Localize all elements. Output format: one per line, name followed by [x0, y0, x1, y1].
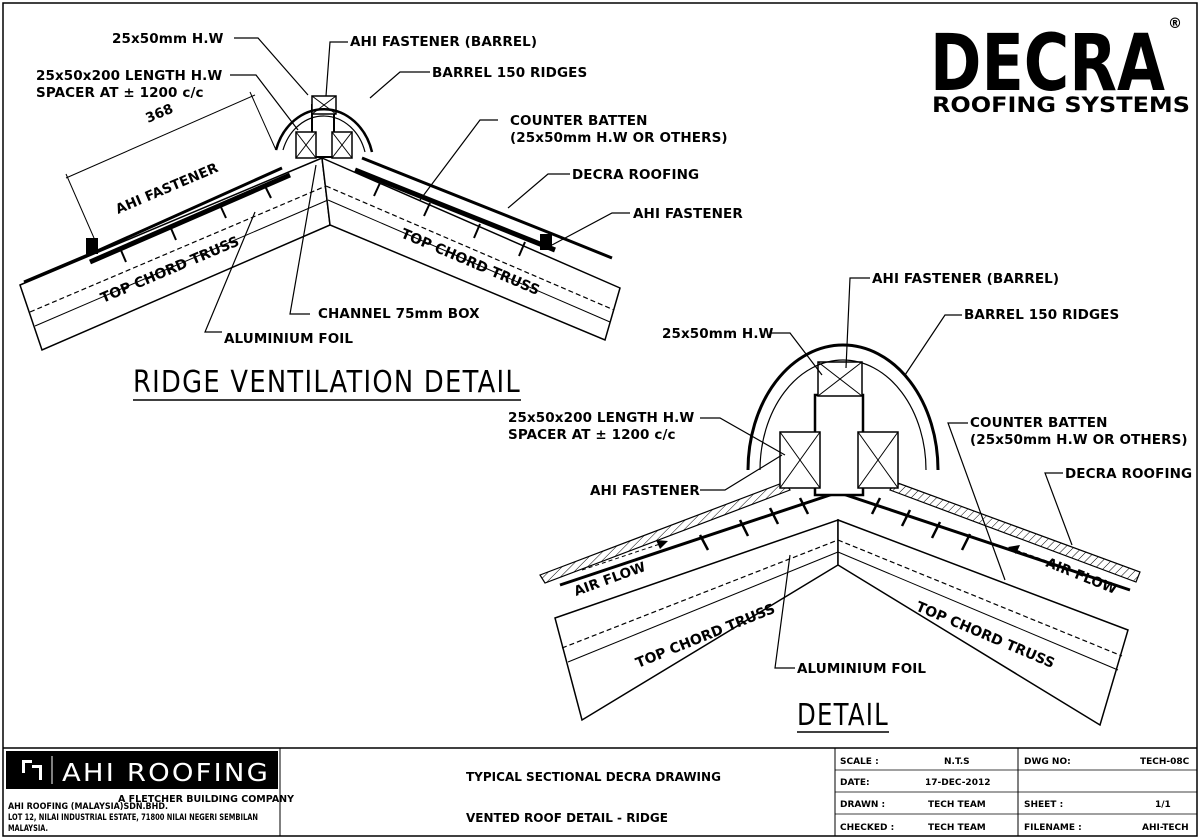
scale-value: N.T.S [944, 757, 970, 767]
drawn-label: DRAWN : [840, 800, 885, 810]
company-address-3: MALAYSIA. [8, 824, 48, 834]
roofing-sheet-left-2 [539, 481, 791, 584]
logo-brand: DECRA [930, 19, 1165, 109]
d1-label-spacer-2: SPACER AT ± 1200 c/c [36, 85, 204, 101]
company-tag: A FLETCHER BUILDING COMPANY [118, 794, 294, 805]
d1-label-barrel-ridges: BARREL 150 RIDGES [432, 65, 587, 81]
d1-title: RIDGE VENTILATION DETAIL [133, 365, 521, 400]
d2-label-barrel-fastener: AHI FASTENER (BARREL) [872, 271, 1059, 287]
d2-label-spacer-1: 25x50x200 LENGTH H.W [508, 410, 694, 426]
d2-label-foil: ALUMINIUM FOIL [797, 661, 926, 677]
roofing-sheet-right [361, 156, 613, 260]
truss-right-2 [837, 518, 1129, 727]
ridge-ventilation-diagram: 25x50mm H.W AHI FASTENER (BARREL) 25x50x… [19, 31, 743, 401]
d2-label-barrel-ridges: BARREL 150 RIDGES [964, 307, 1119, 323]
d1-label-hw: 25x50mm H.W [112, 31, 224, 47]
sheet-label: SHEET : [1024, 800, 1063, 810]
decra-logo: DECRA ® ROOFING SYSTEMS [930, 16, 1190, 117]
filename-value: AHI-TECH [1142, 823, 1189, 833]
company-address-1: AHI ROOFING (MALAYSIA)SDN.BHD. [8, 802, 168, 812]
d1-label-foil: ALUMINIUM FOIL [224, 331, 353, 347]
drawn-value: TECH TEAM [928, 800, 986, 810]
date-value: 17-DEC-2012 [925, 778, 990, 788]
title-block: AHI ROOFING A FLETCHER BUILDING COMPANY … [3, 747, 1197, 836]
barrel-ridge-1 [274, 107, 374, 153]
checked-label: CHECKED : [840, 823, 894, 833]
d2-title: DETAIL [797, 698, 889, 733]
d1-label-decra-roofing: DECRA ROOFING [572, 167, 699, 183]
d2-label-decra-roofing: DECRA ROOFING [1065, 466, 1192, 482]
d2-label-counter-2: (25x50mm H.W OR OTHERS) [970, 432, 1188, 448]
company-address-2: LOT 12, NILAI INDUSTRIAL ESTATE, 71800 N… [8, 813, 258, 823]
checked-value: TECH TEAM [928, 823, 986, 833]
d1-label-ahi-fastener-right: AHI FASTENER [633, 206, 743, 222]
d2-label-hw: 25x50mm H.W [662, 326, 774, 342]
filename-label: FILENAME : [1024, 823, 1082, 833]
scale-label: SCALE : [840, 757, 879, 767]
d1-label-dimension: 368 [143, 101, 175, 127]
d1-label-channel: CHANNEL 75mm BOX [318, 306, 480, 322]
logo-registered: ® [1168, 16, 1182, 32]
dwg-label: DWG NO: [1024, 757, 1071, 767]
d1-label-counter-1: COUNTER BATTEN [510, 113, 648, 129]
sheet-value: 1/1 [1155, 800, 1171, 810]
d2-label-ahi-fastener: AHI FASTENER [590, 483, 700, 499]
barrel-ridge-2 [746, 343, 940, 471]
drawing-title-2: VENTED ROOF DETAIL - RIDGE [466, 811, 668, 825]
logo-tagline: ROOFING SYSTEMS [932, 93, 1190, 117]
channel-box-2 [813, 393, 865, 497]
ahi-logo [6, 751, 278, 789]
company-name: AHI ROOFING [62, 758, 270, 787]
detail-diagram: AHI FASTENER (BARREL) BARREL 150 RIDGES … [508, 271, 1192, 733]
d1-label-counter-2: (25x50mm H.W OR OTHERS) [510, 130, 728, 146]
d1-label-barrel-fastener: AHI FASTENER (BARREL) [350, 34, 537, 50]
d1-label-spacer-1: 25x50x200 LENGTH H.W [36, 68, 222, 84]
truss-left-2 [554, 518, 839, 722]
date-label: DATE: [840, 778, 870, 788]
d2-label-counter-1: COUNTER BATTEN [970, 415, 1108, 431]
d2-label-spacer-2: SPACER AT ± 1200 c/c [508, 427, 676, 443]
dwg-value: TECH-08C [1140, 757, 1190, 767]
ahi-logo-mark [22, 760, 42, 780]
drawing-title-1: TYPICAL SECTIONAL DECRA DRAWING [466, 770, 721, 784]
